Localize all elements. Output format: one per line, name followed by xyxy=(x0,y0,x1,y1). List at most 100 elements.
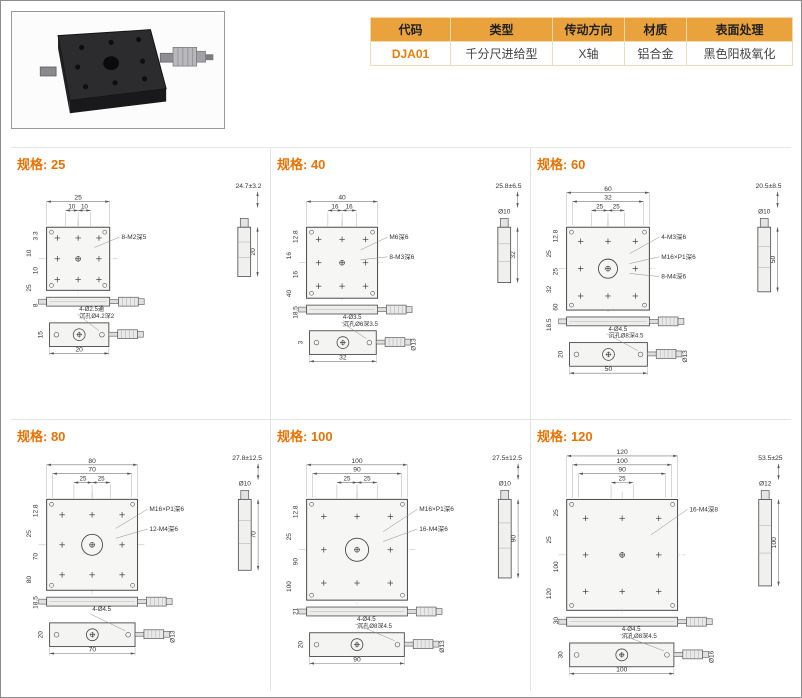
micrometer-spindle xyxy=(109,299,119,304)
photo-hole xyxy=(83,84,89,90)
dim-label: 25 xyxy=(553,508,560,516)
drawing-shape xyxy=(591,209,596,212)
vertical-knob xyxy=(240,489,250,500)
spec-section-title: 规格: 60 xyxy=(537,157,586,172)
dim-label: 70 xyxy=(88,466,96,473)
dim-label: 120 xyxy=(617,448,628,455)
dim-label: 32 xyxy=(604,195,612,202)
dia-label: Ø10 xyxy=(498,208,511,215)
spec-section-title: 规格: 120 xyxy=(537,428,593,444)
micrometer-thimble xyxy=(412,638,434,649)
dim-label: 120 xyxy=(546,587,553,598)
drawing-shape xyxy=(776,287,779,292)
drawing-shape xyxy=(77,313,100,331)
micrometer-thimble xyxy=(655,349,677,359)
annotation-label: 4-M3深6 xyxy=(661,232,686,241)
drawing-shape xyxy=(673,454,678,457)
micrometer-spindle xyxy=(404,641,414,646)
side-knob-left xyxy=(558,618,567,624)
drawing-shape xyxy=(639,200,644,203)
dim-label: 25 xyxy=(26,529,33,537)
annotation-label: 8-M4深6 xyxy=(661,272,686,281)
drawing-shape xyxy=(105,200,110,203)
drawing-shape xyxy=(777,474,780,480)
drawing-shape xyxy=(667,463,672,466)
dim-label: 25 xyxy=(343,475,350,482)
dim-label: 12.8 xyxy=(293,230,300,243)
product-code: DJA01 xyxy=(370,41,451,66)
dim-label: 100 xyxy=(286,580,293,591)
micrometer-cap xyxy=(404,338,412,346)
dim-label: 12.8 xyxy=(293,505,300,518)
micrometer-cap xyxy=(137,330,144,338)
dim-label: 16 xyxy=(332,204,339,211)
drawing-shape xyxy=(336,480,342,484)
dim-label: Ø13 xyxy=(411,338,418,351)
dim-label: 70 xyxy=(251,530,258,538)
drawing-shape xyxy=(371,360,377,363)
spec-section-title: 规格: 100 xyxy=(277,428,333,444)
corner-hole xyxy=(670,501,675,507)
drawing-shape xyxy=(399,661,405,665)
photo-micrometer-ratchet xyxy=(196,50,206,63)
corner-hole xyxy=(102,283,108,288)
micrometer-spindle xyxy=(134,631,145,637)
micrometer-cap xyxy=(163,630,170,637)
drawing-shape xyxy=(516,191,519,197)
corner-hole xyxy=(400,501,405,507)
micrometer-thimble xyxy=(117,329,138,339)
drawing-shape xyxy=(46,200,51,203)
drawing-shape xyxy=(73,209,79,212)
drawing-shape xyxy=(516,203,519,208)
side-knob-left xyxy=(298,608,307,614)
annotation-label: M16×P1深6 xyxy=(419,504,454,513)
travel-dim-label: 24.7±3.2 xyxy=(236,183,262,190)
photo-hole xyxy=(108,39,114,46)
dim-label: 50 xyxy=(605,366,613,373)
micrometer-thimble xyxy=(146,596,167,606)
drawing-shape xyxy=(776,191,779,197)
hole-note: 4-Ø3.5 xyxy=(343,314,362,321)
photo-hole xyxy=(79,44,85,50)
micrometer-cap xyxy=(705,617,713,625)
dim-label: 18.5 xyxy=(546,318,553,331)
drawing-shape xyxy=(73,480,79,484)
drawing-shape xyxy=(516,278,519,283)
photo-stage-front xyxy=(69,88,167,114)
drawing-shape xyxy=(340,321,367,339)
col-header-direction: 传动方向 xyxy=(552,17,625,42)
micrometer-spindle xyxy=(649,319,659,324)
photo-micrometer-end xyxy=(205,54,214,61)
micrometer-spindle xyxy=(137,598,147,604)
dim-label: 12.8 xyxy=(553,229,560,242)
center-bore xyxy=(81,533,103,556)
product-photo-illustration xyxy=(12,12,224,128)
annotation-label: 8-M2深5 xyxy=(122,232,147,241)
dim-label: 90 xyxy=(293,557,300,565)
bottom-hole xyxy=(125,631,131,637)
drawing-shape xyxy=(566,454,572,457)
bottom-center-bore xyxy=(72,328,86,342)
dim-label: 25 xyxy=(613,204,620,211)
drawing-shape xyxy=(130,651,136,655)
drawing-shape xyxy=(306,200,311,203)
dim-label: 90 xyxy=(618,466,626,473)
dim-label: 16 xyxy=(293,271,300,279)
photo-hole xyxy=(112,80,118,86)
drawing-shape xyxy=(383,508,418,532)
product-spec-table: 代码 类型 传动方向 材质 表面处理 DJA01 千分尺进给型 X轴 铝合金 黑… xyxy=(370,17,793,66)
drawing-shape xyxy=(65,209,70,212)
drawing-shape xyxy=(372,480,378,484)
stage-right-view xyxy=(757,226,772,293)
micrometer-thimble xyxy=(657,316,679,327)
dim-label: 25 xyxy=(74,195,82,202)
drawing-shape xyxy=(629,236,660,254)
micrometer-cap xyxy=(432,640,440,647)
drawing-shape xyxy=(309,661,314,665)
drawing-shape xyxy=(357,480,362,484)
drawing-shape xyxy=(777,463,780,468)
dim-label: 8 xyxy=(33,303,40,307)
bottom-center-bore xyxy=(615,648,629,661)
